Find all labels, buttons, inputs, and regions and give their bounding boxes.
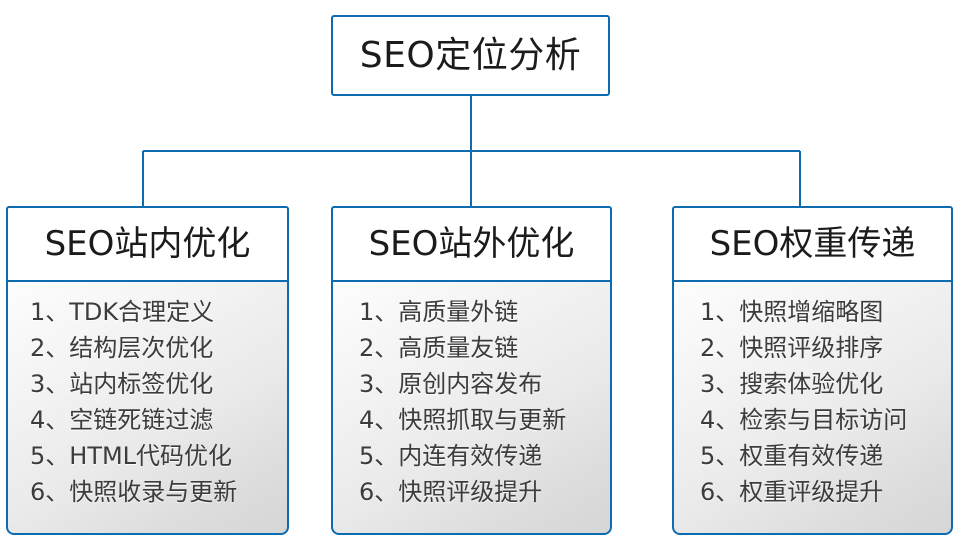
branch-column-2: SEO站外优化 1、高质量外链 2、高质量友链 3、原创内容发布 4、快照抓取与… [331,206,612,535]
branch-header-label-1: SEO站内优化 [44,224,251,264]
branch-header-label-2: SEO站外优化 [368,224,575,264]
list-item: 5、权重有效传递 [700,442,884,470]
list-item: 2、高质量友链 [359,334,519,362]
branch-body-2: 1、高质量外链 2、高质量友链 3、原创内容发布 4、快照抓取与更新 5、内连有… [331,281,612,535]
branch-header-1: SEO站内优化 [6,206,289,281]
branch-column-3: SEO权重传递 1、快照增缩略图 2、快照评级排序 3、搜索体验优化 4、检索与… [672,206,953,535]
branch-body-1: 1、TDK合理定义 2、结构层次优化 3、站内标签优化 4、空链死链过滤 5、H… [6,281,289,535]
list-item: 3、站内标签优化 [30,370,214,398]
list-item: 5、HTML代码优化 [30,442,233,470]
branch-body-3: 1、快照增缩略图 2、快照评级排序 3、搜索体验优化 4、检索与目标访问 5、权… [672,281,953,535]
branch-item-list-1: 1、TDK合理定义 2、结构层次优化 3、站内标签优化 4、空链死链过滤 5、H… [8,294,287,510]
branch-header-3: SEO权重传递 [672,206,953,281]
branch-item-list-3: 1、快照增缩略图 2、快照评级排序 3、搜索体验优化 4、检索与目标访问 5、权… [674,294,951,510]
list-item: 2、快照评级排序 [700,334,884,362]
list-item: 4、快照抓取与更新 [359,406,567,434]
list-item: 4、空链死链过滤 [30,406,214,434]
list-item: 6、权重评级提升 [700,478,884,506]
list-item: 4、检索与目标访问 [700,406,908,434]
list-item: 1、TDK合理定义 [30,298,215,326]
list-item: 5、内连有效传递 [359,442,543,470]
list-item: 1、快照增缩略图 [700,298,884,326]
branch-header-label-3: SEO权重传递 [709,224,916,264]
list-item: 3、搜索体验优化 [700,370,884,398]
list-item: 2、结构层次优化 [30,334,214,362]
list-item: 1、高质量外链 [359,298,519,326]
root-node-label: SEO定位分析 [359,34,582,76]
list-item: 6、快照收录与更新 [30,478,238,506]
branch-item-list-2: 1、高质量外链 2、高质量友链 3、原创内容发布 4、快照抓取与更新 5、内连有… [333,294,610,510]
list-item: 6、快照评级提升 [359,478,543,506]
root-node: SEO定位分析 [331,15,610,96]
branch-header-2: SEO站外优化 [331,206,612,281]
branch-column-1: SEO站内优化 1、TDK合理定义 2、结构层次优化 3、站内标签优化 4、空链… [6,206,289,535]
list-item: 3、原创内容发布 [359,370,543,398]
